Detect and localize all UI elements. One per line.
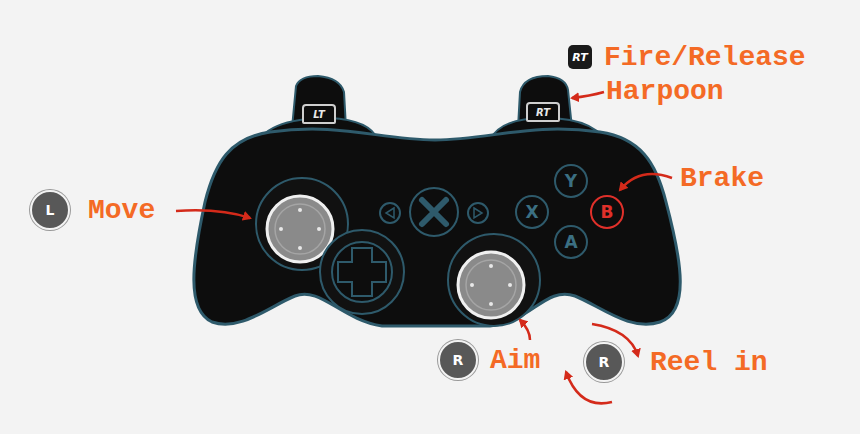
face-button: Y — [554, 164, 588, 198]
control-label: Harpoon — [606, 78, 724, 106]
right-stick — [458, 252, 524, 318]
controller-body — [194, 129, 680, 326]
button-letter: LT — [313, 109, 325, 120]
control-label: Aim — [490, 347, 540, 375]
right-stick-well — [448, 234, 540, 326]
dpad — [338, 248, 386, 296]
button-letter: R — [453, 352, 464, 368]
trigger-badge: RT — [568, 45, 592, 69]
leader-arrow — [572, 92, 604, 98]
left-stick — [267, 196, 333, 262]
button-letter: R — [599, 354, 610, 370]
control-label: Reel in — [650, 349, 768, 377]
face-button: A — [554, 225, 588, 259]
button-letter: X — [525, 202, 538, 222]
button-letter: RT — [536, 107, 550, 118]
trigger-label: LT — [302, 104, 336, 124]
stick-badge: R — [584, 342, 624, 382]
leader-arrow — [520, 320, 530, 340]
dpad-well — [320, 230, 404, 314]
guide-button — [410, 188, 458, 236]
button-letter: L — [46, 202, 55, 218]
button-letter: A — [564, 232, 577, 252]
control-label: Move — [88, 197, 155, 225]
stick-badge: L — [30, 190, 70, 230]
button-letter: RT — [572, 51, 587, 64]
trigger-label: RT — [526, 102, 560, 122]
control-label: Fire/Release — [604, 44, 806, 72]
stick-badge: R — [438, 340, 478, 380]
start-button — [468, 203, 488, 223]
leader-arrow — [620, 174, 672, 190]
face-button: X — [515, 195, 549, 229]
button-letter: Y — [565, 171, 577, 191]
leader-arrow — [176, 210, 250, 218]
control-label: Brake — [680, 165, 764, 193]
face-button: B — [590, 195, 624, 229]
button-letter: B — [601, 202, 614, 222]
back-button — [380, 203, 400, 223]
